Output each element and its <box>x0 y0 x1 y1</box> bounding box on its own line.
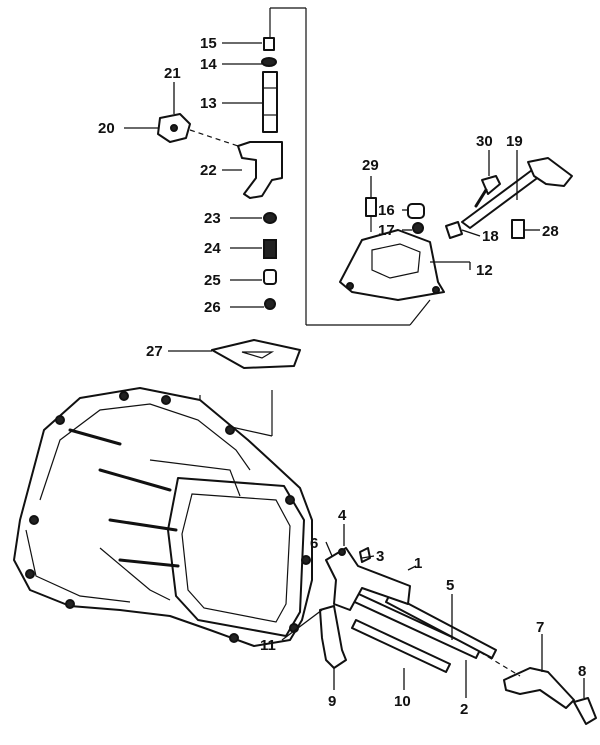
callout-23: 23 <box>204 210 221 227</box>
callout-25: 25 <box>204 272 221 289</box>
part-27-gasket <box>211 339 301 369</box>
callout-15: 15 <box>200 35 217 52</box>
part-16-cap <box>407 203 425 219</box>
callout-3: 3 <box>376 548 384 565</box>
shift-forks-assembly <box>319 547 597 725</box>
part-19-shaft <box>461 169 541 229</box>
top-cover-assembly <box>339 157 573 301</box>
callout-19: 19 <box>506 133 523 150</box>
callout-20: 20 <box>98 120 115 137</box>
part-12-cover <box>339 229 445 301</box>
callout-29: 29 <box>362 157 379 174</box>
part-26-ball <box>264 298 276 310</box>
part-22-lever <box>237 141 283 199</box>
callout-10: 10 <box>394 693 411 710</box>
callout-27: 27 <box>146 343 163 360</box>
part-7-fork <box>503 667 575 709</box>
part-25-plunger <box>263 269 277 285</box>
callout-2: 2 <box>460 701 468 718</box>
callout-13: 13 <box>200 95 217 112</box>
part-5-rod <box>385 593 497 659</box>
part-23-washer <box>263 212 277 224</box>
callout-21: 21 <box>164 65 181 82</box>
part-29-bolt <box>365 197 377 217</box>
part-28-bolt <box>511 219 525 239</box>
callout-4: 4 <box>338 507 347 524</box>
callout-17: 17 <box>378 222 395 239</box>
callout-labels: 15 14 13 21 20 22 23 24 25 26 27 29 16 1… <box>98 35 586 718</box>
callout-1: 1 <box>414 555 422 572</box>
leader-lines <box>124 42 585 698</box>
part-9-fork <box>319 605 347 669</box>
part-13-rod <box>262 71 278 133</box>
part-14-ring <box>261 57 277 67</box>
callout-18: 18 <box>482 228 499 245</box>
shift-rod-stack <box>157 7 431 470</box>
transmission-case <box>13 387 313 647</box>
part-8-bolt <box>573 697 597 725</box>
part-15-cap <box>263 37 275 51</box>
callout-9: 9 <box>328 693 336 710</box>
callout-24: 24 <box>204 240 221 257</box>
part-10-rod <box>351 619 451 673</box>
callout-6: 6 <box>310 535 318 552</box>
callout-30: 30 <box>476 133 493 150</box>
part-18-clip <box>445 221 463 239</box>
callout-16: 16 <box>378 202 395 219</box>
part-17-ball <box>412 222 424 234</box>
callout-5: 5 <box>446 577 454 594</box>
callout-12: 12 <box>476 262 493 279</box>
callout-7: 7 <box>536 619 544 636</box>
callout-8: 8 <box>578 663 586 680</box>
callout-26: 26 <box>204 299 221 316</box>
callout-28: 28 <box>542 223 559 240</box>
part-24-spring <box>263 239 277 259</box>
callout-22: 22 <box>200 162 217 179</box>
callout-14: 14 <box>200 56 217 73</box>
part-3-pin <box>359 547 371 563</box>
part-1-4-fork <box>325 547 411 611</box>
callout-11: 11 <box>260 637 276 654</box>
